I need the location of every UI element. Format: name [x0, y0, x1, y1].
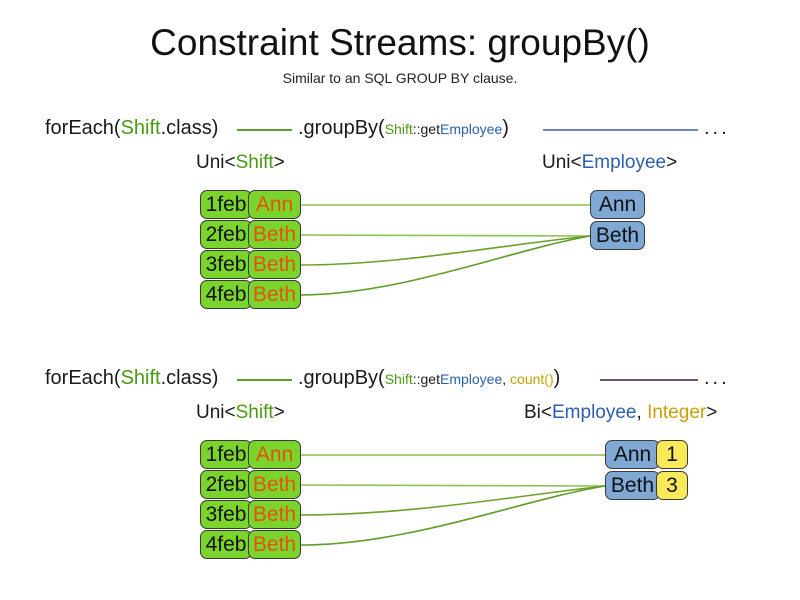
shift-date-cell: 4feb: [200, 530, 252, 559]
right-type-generic2: Integer: [647, 402, 707, 423]
left-stream-type-count: Uni<Shift>: [196, 402, 285, 424]
right-type-outer: Bi<: [524, 402, 552, 423]
trailing-dots-count: ...: [704, 367, 730, 389]
mapper-owner: Shift: [384, 121, 413, 137]
foreach-suffix: .class): [160, 367, 219, 389]
page-title: Constraint Streams: groupBy(): [150, 22, 650, 63]
employee-group-cell: Ann: [605, 440, 660, 469]
code-line-groupby-count: forEach(Shift.class): [45, 367, 218, 390]
code-groupby-call-count: .groupBy(Shift::getEmployee, count()): [298, 367, 560, 390]
right-type-close: >: [706, 402, 718, 423]
shift-employee-cell: Beth: [248, 470, 301, 499]
right-type-generic: Employee: [581, 152, 667, 173]
shift-employee-cell: Beth: [248, 280, 301, 309]
shift-date-cell: 2feb: [200, 470, 252, 499]
foreach-type: Shift: [120, 367, 161, 389]
groupby-prefix: .groupBy(: [298, 117, 385, 139]
mapper-owner: Shift: [384, 371, 413, 387]
shift-employee-cell: Beth: [248, 220, 301, 249]
shift-employee-cell: Beth: [248, 530, 301, 559]
employee-group-cell: Ann: [590, 190, 645, 219]
group-count-cell: 1: [656, 440, 688, 469]
mapper-property: Employee: [439, 121, 503, 137]
shift-employee-cell: Beth: [248, 250, 301, 279]
shift-date-cell: 2feb: [200, 220, 252, 249]
shift-employee-cell: Beth: [248, 500, 301, 529]
connector-groupby-to-next: [543, 129, 698, 131]
employee-group-cell: Beth: [590, 221, 645, 250]
shift-date-cell: 1feb: [200, 440, 252, 469]
left-type-outer: Uni<: [196, 152, 236, 173]
left-type-generic: Shift: [235, 402, 274, 423]
groupby-suffix: ): [502, 117, 509, 139]
connector-groupby-to-next: [600, 379, 698, 381]
trailing-dots-simple: ...: [704, 117, 730, 139]
mapper-separator: ::get: [412, 371, 440, 387]
mapper-property: Employee: [439, 371, 503, 387]
foreach-suffix: .class): [160, 117, 219, 139]
left-type-close: >: [273, 152, 285, 173]
right-type-separator: ,: [636, 402, 648, 423]
collector-count: count(): [510, 371, 554, 387]
left-stream-type-simple: Uni<Shift>: [196, 152, 285, 174]
mapper-separator: ::get: [412, 121, 440, 137]
page-subtitle: Similar to an SQL GROUP BY clause.: [282, 70, 518, 86]
foreach-type: Shift: [120, 117, 161, 139]
foreach-prefix: forEach(: [45, 367, 121, 389]
groupby-suffix: ): [553, 367, 561, 389]
code-line-groupby-simple: forEach(Shift.class): [45, 117, 218, 140]
groupby-prefix: .groupBy(: [298, 367, 385, 389]
shift-date-cell: 3feb: [200, 250, 252, 279]
connector-foreach-to-groupby: [237, 129, 292, 131]
left-type-close: >: [273, 402, 285, 423]
connector-foreach-to-groupby: [237, 379, 292, 381]
right-type-close: >: [666, 152, 678, 173]
right-type-generic: Employee: [552, 402, 637, 423]
shift-date-cell: 4feb: [200, 280, 252, 309]
foreach-prefix: forEach(: [45, 117, 121, 139]
code-groupby-call-simple: .groupBy(Shift::getEmployee): [298, 117, 509, 140]
left-type-generic: Shift: [235, 152, 274, 173]
shift-employee-cell: Ann: [248, 190, 301, 219]
shift-date-cell: 1feb: [200, 190, 252, 219]
right-stream-type-count: Bi<Employee, Integer>: [524, 402, 717, 424]
collector-separator: ,: [502, 371, 511, 387]
employee-group-cell: Beth: [605, 471, 660, 500]
shift-employee-cell: Ann: [248, 440, 301, 469]
right-type-outer: Uni<: [542, 152, 582, 173]
shift-date-cell: 3feb: [200, 500, 252, 529]
group-count-cell: 3: [656, 471, 688, 500]
left-type-outer: Uni<: [196, 402, 236, 423]
right-stream-type-simple: Uni<Employee>: [542, 152, 677, 174]
